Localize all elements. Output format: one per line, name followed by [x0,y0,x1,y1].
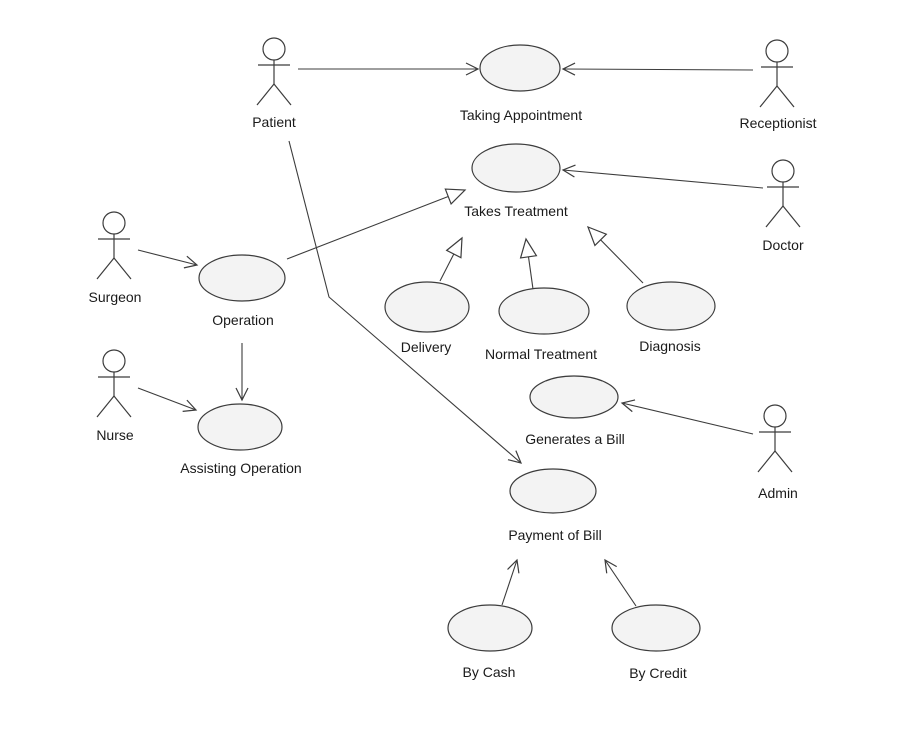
actor-patient-label: Patient [252,114,296,130]
actor-doctor-left-leg [765,205,784,228]
actor-receptionist-head [765,39,789,63]
actor-patient-left-leg [256,83,275,106]
usecase-taking-appointment-ellipse [479,44,561,92]
actor-receptionist-left-leg [759,85,778,108]
actor-admin-left-leg [757,450,776,473]
actor-receptionist-right-leg [776,85,795,108]
usecase-by-credit-ellipse [611,604,701,652]
actors-layer: Patient ReceptionistDoctorSurgeonNurseAdm… [89,37,817,501]
actor-patient: Patient [252,37,296,130]
actor-surgeon-right-leg [113,257,132,280]
edge-delivery-takes-treatment-generalization [439,236,463,282]
edge-operation-takes-treatment-generalization [286,188,467,260]
actor-admin-label: Admin [758,485,798,501]
actor-patient-head [262,37,286,61]
usecase-delivery: Delivery [384,281,470,355]
actor-surgeon-label: Surgeon [89,289,142,305]
usecase-diagnosis-label: Diagnosis [639,338,700,354]
usecase-takes-treatment: Takes Treatment [464,143,568,219]
usecase-by-cash-label: By Cash [463,664,516,680]
usecase-operation: Operation [198,254,286,328]
edge-by-cash-payment-of-bill-association [501,558,520,606]
edge-surgeon-operation-association [137,249,199,269]
actor-nurse: Nurse [96,349,134,443]
actor-surgeon-left-leg [96,257,115,280]
actor-nurse-left-leg [96,395,115,418]
actor-receptionist: Receptionist [739,39,817,131]
edge-admin-generates-a-bill-association [620,399,754,435]
actor-doctor: Doctor [762,159,804,253]
actor-nurse-right-leg [113,395,132,418]
usecase-assisting-operation-ellipse [197,403,283,451]
usecase-assisting-operation-label: Assisting Operation [180,460,301,476]
actor-patient-right-leg [273,83,292,106]
usecase-generates-a-bill-ellipse [529,375,619,419]
usecase-operation-label: Operation [212,312,273,328]
edge-nurse-assisting-operation-association [137,387,198,412]
edge-doctor-takes-treatment-association [561,164,764,189]
usecase-generates-a-bill: Generates a Bill [525,375,625,447]
edge-normal-treatment-takes-treatment-generalization [519,237,538,290]
edge-by-credit-payment-of-bill-association [604,558,637,607]
usecase-operation-ellipse [198,254,286,302]
usecase-normal-treatment-label: Normal Treatment [485,346,597,362]
actor-nurse-head [102,349,126,373]
actor-admin-head [763,404,787,428]
usecase-payment-of-bill-label: Payment of Bill [508,527,601,543]
actor-doctor-right-leg [782,205,801,228]
actor-receptionist-label: Receptionist [739,115,816,131]
actor-admin-right-leg [774,450,793,473]
usecase-by-cash: By Cash [447,604,533,680]
usecase-normal-treatment-ellipse [498,287,590,335]
usecase-taking-appointment-label: Taking Appointment [460,107,582,123]
usecase-by-cash-ellipse [447,604,533,652]
usecase-generates-a-bill-label: Generates a Bill [525,431,625,447]
usecase-taking-appointment: Taking Appointment [460,44,582,123]
usecase-diagnosis-ellipse [626,281,716,331]
usecase-delivery-ellipse [384,281,470,333]
actor-admin: Admin [757,404,798,501]
actor-nurse-label: Nurse [96,427,134,443]
actor-doctor-label: Doctor [762,237,804,253]
usecase-payment-of-bill-ellipse [509,468,597,514]
edge-receptionist-taking-appointment-association [561,62,754,76]
edges-layer [137,62,764,607]
actor-doctor-head [771,159,795,183]
usecase-diagnosis: Diagnosis [626,281,716,354]
usecase-takes-treatment-label: Takes Treatment [464,203,568,219]
usecase-normal-treatment: Normal Treatment [485,287,597,362]
usecase-delivery-label: Delivery [401,339,452,355]
usecase-by-credit-label: By Credit [629,665,687,681]
usecase-by-credit: By Credit [611,604,701,681]
edge-patient-payment-of-bill-association [288,140,523,464]
actor-surgeon-head [102,211,126,235]
edge-diagnosis-takes-treatment-generalization [586,225,644,284]
actor-surgeon: Surgeon [89,211,142,305]
usecase-takes-treatment-ellipse [471,143,561,193]
usecase-assisting-operation: Assisting Operation [180,403,302,476]
usecase-payment-of-bill: Payment of Bill [508,468,602,543]
